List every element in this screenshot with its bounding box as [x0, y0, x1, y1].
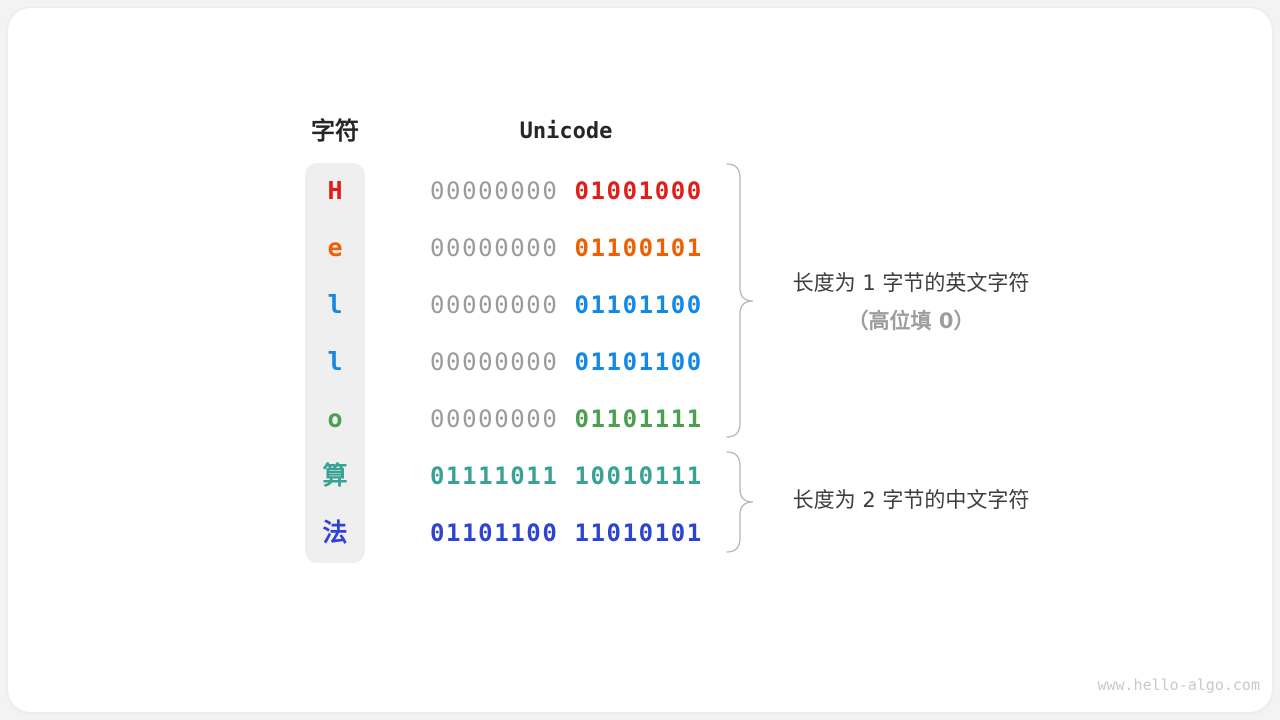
binary-value-row: 00000000 01101100 — [430, 290, 703, 320]
padding-bits: 00000000 — [430, 234, 575, 262]
code-bits: 01101100 — [574, 291, 703, 319]
char-cell-e: e — [327, 233, 343, 262]
binary-value-row: 01111011 10010111 — [430, 461, 703, 491]
binary-value-row: 00000000 01101100 — [430, 347, 703, 377]
annotation-one-byte-line1: 长度为 1 字节的英文字符 — [792, 271, 1030, 295]
code-bits: 01111011 10010111 — [430, 462, 703, 490]
code-bits: 01100101 — [574, 234, 703, 262]
code-bits: 01101111 — [574, 405, 703, 433]
char-cell-l2: l — [327, 347, 343, 376]
padding-bits: 00000000 — [430, 405, 575, 433]
padding-bits: 00000000 — [430, 177, 575, 205]
figure-card — [7, 7, 1273, 713]
char-column-background — [305, 163, 365, 563]
binary-value-row: 00000000 01101111 — [430, 404, 703, 434]
char-cell-o: o — [327, 404, 343, 433]
annotation-two-byte-line1: 长度为 2 字节的中文字符 — [792, 488, 1030, 512]
annotation-one-byte-line2: （高位填 0） — [847, 309, 975, 333]
char-cell-l1: l — [327, 290, 343, 319]
char-cell-fa: 法 — [322, 518, 348, 547]
binary-value-row: 00000000 01001000 — [430, 176, 703, 206]
watermark: www.hello-algo.com — [1097, 676, 1260, 694]
code-bits: 01001000 — [574, 177, 703, 205]
padding-bits: 00000000 — [430, 291, 575, 319]
code-bits: 01101100 — [574, 348, 703, 376]
binary-value-row: 00000000 01100101 — [430, 233, 703, 263]
char-cell-suan: 算 — [322, 461, 348, 490]
binary-value-row: 01101100 11010101 — [430, 518, 703, 548]
col-header-unicode: Unicode — [519, 119, 613, 144]
char-cell-h: H — [327, 176, 343, 205]
code-bits: 01101100 11010101 — [430, 519, 703, 547]
padding-bits: 00000000 — [430, 348, 575, 376]
col-header-char: 字符 — [311, 117, 359, 145]
